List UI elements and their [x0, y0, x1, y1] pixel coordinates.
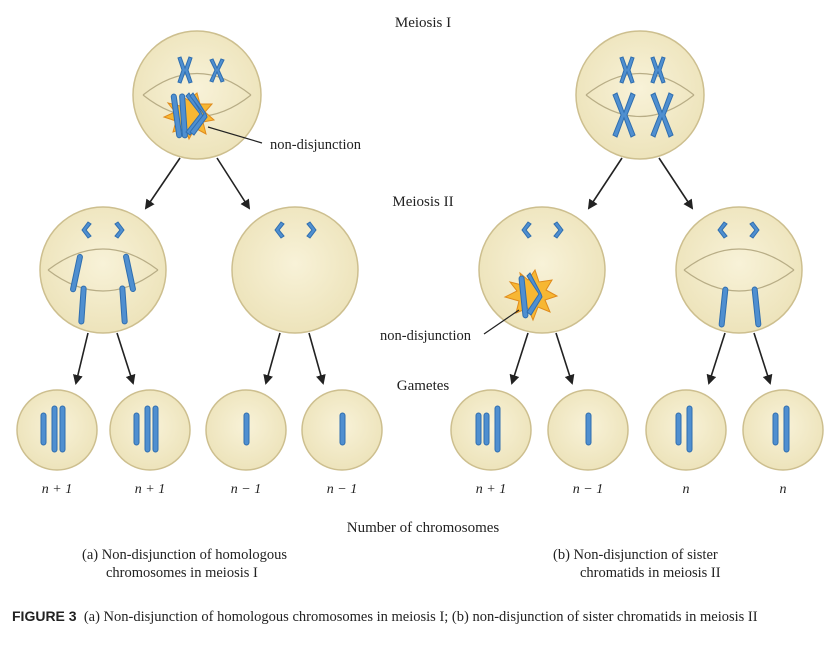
arrow [308, 332, 326, 385]
gamete-count-b3: n [683, 482, 690, 497]
arrow [144, 157, 181, 210]
gamete-a1 [16, 389, 98, 471]
nondisjunction-label-a: non-disjunction [270, 137, 362, 153]
panel-b-caption-line2: chromatids in meiosis II [580, 565, 721, 581]
meiosis-2-label: Meiosis II [392, 194, 453, 210]
meiosis-1-label: Meiosis I [395, 15, 451, 31]
gamete-count-a3: n − 1 [231, 482, 261, 497]
annotation-leader [483, 309, 520, 335]
arrow [658, 157, 694, 210]
parent-cell-b [575, 30, 705, 160]
gamete-a3 [205, 389, 287, 471]
figure-label: FIGURE 3 [12, 608, 77, 624]
gametes-label: Gametes [397, 378, 450, 394]
meiosis-2-cell-b-left [478, 206, 606, 335]
arrow [753, 332, 773, 385]
gamete-count-a2: n + 1 [135, 482, 165, 497]
panel-b-caption-line1: (b) Non-disjunction of sister [553, 547, 718, 563]
gamete-b3 [645, 389, 727, 471]
meiosis-2-cell-b-right [675, 206, 803, 334]
nondisjunction-label-b: non-disjunction [380, 328, 472, 344]
panel-a-caption-line1: (a) Non-disjunction of homologous [82, 547, 287, 563]
gamete-count-a1: n + 1 [42, 482, 72, 497]
gamete-count-b1: n + 1 [476, 482, 506, 497]
annotation-leader [207, 126, 263, 144]
chromosome-count-label: Number of chromosomes [347, 520, 500, 536]
arrow [509, 332, 529, 385]
meiosis-2-cell-a-left [39, 206, 167, 334]
gamete-b2 [547, 389, 629, 471]
arrow [706, 332, 726, 385]
gamete-a2 [109, 389, 191, 471]
meiosis-2-cell-a-right [231, 206, 359, 334]
gamete-count-b2: n − 1 [573, 482, 603, 497]
arrow [73, 332, 89, 385]
figure-caption-text: (a) Non-disjunction of homologous chromo… [83, 609, 758, 625]
gamete-count-b4: n [780, 482, 787, 497]
panel-a-caption-line2: chromosomes in meiosis I [106, 565, 258, 581]
arrow [116, 332, 136, 385]
gamete-b1 [450, 389, 532, 471]
parent-cell-a [132, 30, 263, 160]
arrow [587, 157, 623, 210]
arrow [263, 332, 281, 385]
figure-caption: FIGURE 3 (a) Non-disjunction of homologo… [12, 606, 824, 628]
gamete-a4 [301, 389, 383, 471]
chromosome-cluster [170, 92, 208, 139]
arrow [555, 332, 575, 385]
nondisjunction-burst [503, 268, 559, 322]
arrow [216, 157, 251, 210]
gamete-b4 [742, 389, 824, 471]
chromosome-pair [177, 56, 225, 84]
gamete-count-a4: n − 1 [327, 482, 357, 497]
